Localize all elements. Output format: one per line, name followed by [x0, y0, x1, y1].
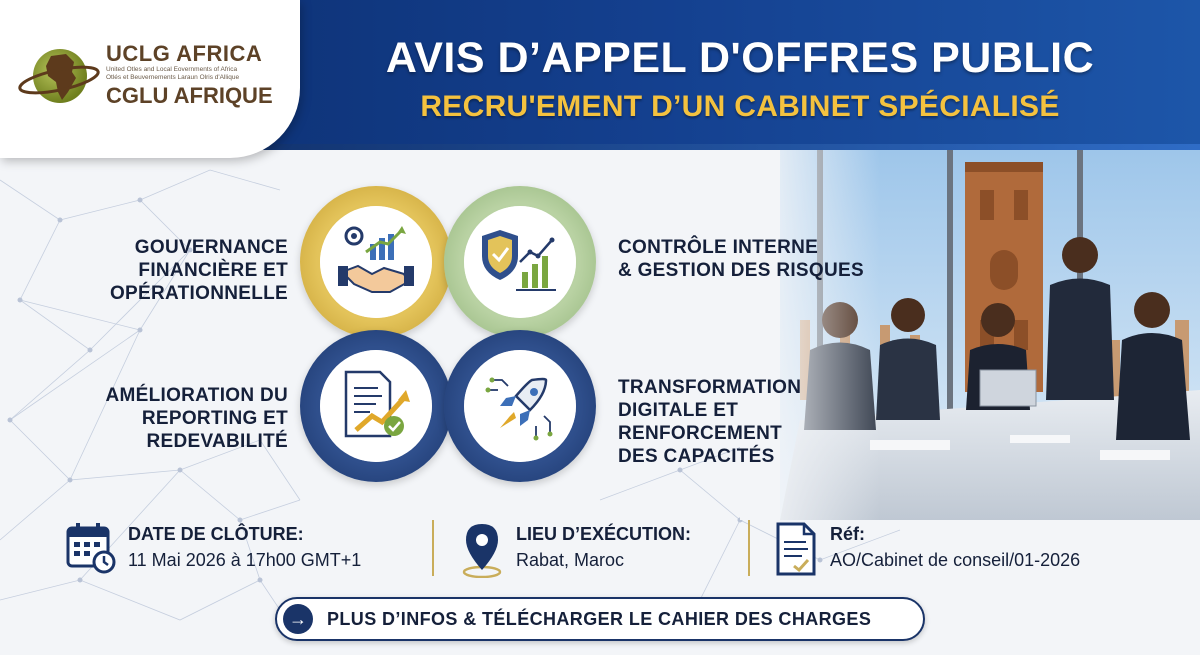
- pillar-label-line: RENFORCEMENT: [618, 423, 783, 444]
- location-title: LIEU D’EXÉCUTION:: [516, 524, 692, 544]
- pillar-label-line: GOUVERNANCE: [134, 237, 288, 258]
- rocket-circuit-icon: [485, 377, 553, 441]
- africa-globe-logo-icon: [18, 49, 100, 103]
- pillar-label-digital: TRANSFORMATION DIGITALE ET RENFORCEMENT …: [618, 376, 918, 468]
- reference-info: Réf: AO/Cabinet de conseil/01-2026: [774, 520, 1184, 580]
- report-document-icon: [344, 370, 410, 438]
- photo-fade-overlay: [740, 150, 880, 520]
- page-title: AVIS D’APPEL D'OFFRES PUBLIC: [385, 34, 1095, 82]
- pillar-label-line: FINANCIÈRE ET: [138, 260, 288, 281]
- calendar-clock-icon: [66, 523, 116, 574]
- pillar-label-line: AMÉLIORATION DU: [105, 385, 288, 406]
- pillar-label-line: DIGITALE ET: [618, 400, 739, 421]
- logo-text-block: UCLG AFRICA United Otles and Local Eover…: [106, 42, 296, 108]
- brand-subtitle-line2: Otlés et Beuvernements Laraun Olris d'Al…: [106, 74, 240, 81]
- reference-value: AO/Cabinet de conseil/01-2026: [830, 550, 1081, 570]
- pillar-label-line: OPÉRATIONNELLE: [109, 283, 288, 304]
- brand-subtitle-line1: United Otles and Local Eovernments of Af…: [106, 66, 238, 73]
- pillar-label-line: TRANSFORMATION: [618, 377, 802, 398]
- pillar-ring-digital: [444, 330, 596, 482]
- pillar-label-line: CONTRÔLE INTERNE: [618, 237, 819, 258]
- pillar-label-governance: GOUVERNANCE FINANCIÈRE ET OPÉRATIONNELLE: [60, 236, 288, 305]
- pillar-ring-reporting: [300, 330, 452, 482]
- pillar-ring-governance: [300, 186, 452, 338]
- location-value: Rabat, Maroc: [516, 550, 625, 570]
- map-pin-icon: [462, 524, 502, 578]
- shield-chart-icon: [482, 230, 556, 291]
- logo-card: UCLG AFRICA United Otles and Local Eover…: [0, 0, 300, 158]
- pillar-label-internal-control: CONTRÔLE INTERNE & GESTION DES RISQUES: [618, 236, 918, 282]
- more-info-download-button[interactable]: → PLUS D’INFOS & TÉLÉCHARGER LE CAHIER D…: [275, 597, 925, 641]
- deadline-info: DATE DE CLÔTURE: 11 Mai 2026 à 17h00 GMT…: [66, 520, 436, 580]
- pillar-label-line: DES CAPACITÉS: [618, 446, 775, 467]
- pillar-label-line: REDEVABILITÉ: [146, 431, 288, 452]
- pillar-ring-internal-control: [444, 186, 596, 338]
- deadline-title: DATE DE CLÔTURE:: [128, 524, 304, 544]
- document-icon: [776, 522, 816, 576]
- page-subtitle: RECRU'EMENT D’UN CABINET SPÉCIALISÉ: [420, 90, 1060, 123]
- deadline-value: 11 Mai 2026 à 17h00 GMT+1: [128, 550, 362, 570]
- location-info: LIEU D’EXÉCUTION: Rabat, Maroc: [460, 520, 760, 580]
- brand-name-fr: CGLU AFRIQUE: [106, 83, 273, 108]
- cta-label: PLUS D’INFOS & TÉLÉCHARGER LE CAHIER DES…: [327, 608, 872, 629]
- pillar-label-line: & GESTION DES RISQUES: [618, 260, 864, 281]
- brand-name: UCLG AFRICA: [106, 41, 263, 66]
- pillar-label-reporting: AMÉLIORATION DU REPORTING ET REDEVABILIT…: [60, 384, 288, 453]
- handshake-growth-icon: [338, 226, 414, 293]
- arrow-right-icon: →: [283, 604, 313, 634]
- info-divider: [748, 520, 750, 576]
- pillar-label-line: REPORTING ET: [141, 408, 288, 429]
- reference-title: Réf:: [830, 524, 865, 544]
- info-divider: [432, 520, 434, 576]
